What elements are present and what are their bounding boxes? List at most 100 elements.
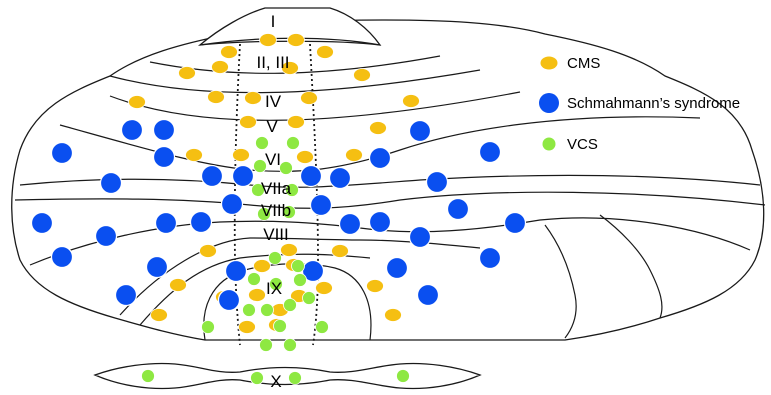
cerebellum-body	[11, 19, 765, 341]
vcs-spot	[291, 259, 305, 273]
cms-spot	[232, 148, 250, 162]
vcs-spot	[253, 159, 267, 173]
vcs-spot	[302, 291, 316, 305]
vcs-spot	[286, 136, 300, 150]
cms-spot	[253, 259, 271, 273]
lobule-label-iv: IV	[265, 92, 282, 111]
vcs-spot	[288, 371, 302, 385]
vcs-spot	[315, 320, 329, 334]
cms-spot	[287, 115, 305, 129]
schmahmann-spot	[217, 288, 241, 312]
cms-spot	[345, 148, 363, 162]
vcs-spot	[282, 205, 296, 219]
cms-spot	[248, 288, 266, 302]
schmahmann-spot	[200, 164, 224, 188]
fissure-12	[544, 224, 577, 339]
schmahmann-spot	[425, 170, 449, 194]
schmahmann-spot	[328, 166, 352, 190]
legend-label-schmahmann: Schmahmann’s syndrome	[567, 95, 740, 112]
cerebellum-outline	[11, 7, 765, 390]
schmahmann-spot	[408, 119, 432, 143]
cms-spot	[281, 61, 299, 75]
schmahmann-spot	[368, 146, 392, 170]
legend-label-vcs: VCS	[567, 136, 598, 153]
vcs-spot	[247, 272, 261, 286]
vcs-spot	[242, 303, 256, 317]
lobule-label-x: X	[270, 372, 281, 391]
fissure-7	[14, 191, 766, 209]
vermis-boundary-right	[309, 43, 319, 346]
lobule-label-ix: IX	[266, 279, 282, 298]
cms-spot	[402, 94, 420, 108]
vcs-spot	[269, 277, 283, 291]
lobule-label-viib: VIIb	[261, 201, 291, 220]
cms-spot	[239, 115, 257, 129]
cms-spot	[178, 66, 196, 80]
schmahmann-spot	[478, 246, 502, 270]
vcs-spot	[279, 161, 293, 175]
schmahmann-spot	[224, 259, 248, 283]
schmahmann-spot	[299, 164, 323, 188]
vcs-spot	[250, 371, 264, 385]
cms-spot	[150, 308, 168, 322]
schmahmann-spot	[408, 225, 432, 249]
fissure-2	[149, 55, 441, 74]
schmahmann-spot	[338, 212, 362, 236]
schmahmann-spot	[478, 140, 502, 164]
schmahmann-spot	[309, 193, 333, 217]
cms-spot	[207, 90, 225, 104]
vcs-spot	[141, 369, 155, 383]
lesion-spots	[30, 33, 527, 385]
legend-swatch-vcs	[542, 137, 556, 151]
schmahmann-spot	[120, 118, 144, 142]
cms-spot	[199, 244, 217, 258]
schmahmann-spot	[30, 211, 54, 235]
cms-spot	[238, 320, 256, 334]
cms-spot	[259, 33, 277, 47]
cms-spot	[296, 150, 314, 164]
cms-spot	[280, 243, 298, 257]
fissure-3	[109, 69, 481, 94]
cms-spot	[331, 244, 349, 258]
cms-spot	[384, 308, 402, 322]
schmahmann-spot	[94, 224, 118, 248]
vermis-midlines	[233, 43, 319, 346]
vcs-spot	[283, 338, 297, 352]
lobule-label-ii-iii: II, III	[256, 53, 289, 72]
vcs-spot	[255, 136, 269, 150]
vcs-spot	[273, 319, 287, 333]
schmahmann-spot	[189, 210, 213, 234]
fissure-5	[59, 116, 701, 172]
schmahmann-spot	[416, 283, 440, 307]
schmahmann-spot	[99, 171, 123, 195]
lobule-label-viii: VIII	[263, 225, 289, 244]
cms-spot	[220, 45, 238, 59]
lobule-x-shape	[93, 362, 482, 390]
schmahmann-spot	[231, 164, 255, 188]
cms-spot	[316, 45, 334, 59]
schmahmann-spot	[152, 145, 176, 169]
cms-spot	[244, 91, 262, 105]
cms-spot	[185, 148, 203, 162]
schmahmann-spot	[220, 192, 244, 216]
cms-spot	[169, 278, 187, 292]
vcs-spot	[257, 207, 271, 221]
lobule-label-v: V	[266, 117, 278, 136]
vcs-spot	[259, 338, 273, 352]
cms-spot	[353, 68, 371, 82]
vcs-spot	[283, 298, 297, 312]
schmahmann-spot	[50, 141, 74, 165]
lobule-label-vi: VI	[265, 150, 281, 169]
schmahmann-spot	[152, 118, 176, 142]
legend: CMS Schmahmann’s syndrome VCS	[539, 55, 740, 153]
cms-spot	[287, 33, 305, 47]
vcs-spot	[285, 183, 299, 197]
vcs-spot	[293, 273, 307, 287]
legend-swatch-schmahmann	[539, 93, 559, 113]
vcs-spot	[251, 183, 265, 197]
vcs-spot	[260, 303, 274, 317]
schmahmann-spot	[145, 255, 169, 279]
schmahmann-spot	[385, 256, 409, 280]
schmahmann-spot	[503, 211, 527, 235]
vcs-spot	[396, 369, 410, 383]
